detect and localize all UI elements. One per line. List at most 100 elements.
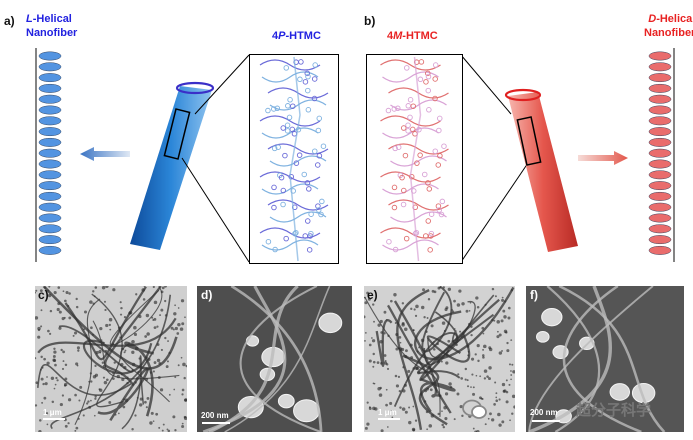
fiber-strand — [42, 286, 178, 370]
speckle — [64, 299, 67, 303]
speckle — [420, 305, 425, 310]
scale-bar-f — [532, 420, 560, 422]
speckle — [112, 288, 116, 292]
cage-node — [425, 87, 431, 94]
speckle — [50, 376, 55, 380]
speckle — [511, 363, 514, 366]
speckle — [414, 419, 418, 422]
speckle — [372, 382, 375, 385]
cage-node — [428, 211, 435, 217]
speckle — [456, 303, 461, 307]
speckle — [508, 363, 511, 366]
speckle — [62, 350, 65, 354]
micrograph-e: e) 1 μm — [364, 286, 515, 432]
micrograph-e-label: e) — [367, 288, 378, 302]
speckle — [509, 419, 511, 422]
sem-fiber — [562, 286, 642, 432]
cage-strand — [261, 127, 319, 139]
m-prefix: 4 — [387, 30, 394, 42]
sem-fiber — [546, 286, 601, 432]
cage-node — [391, 204, 398, 211]
cage-node — [282, 152, 288, 159]
speckle — [479, 375, 482, 378]
coil-ring — [648, 116, 672, 126]
speckle — [179, 327, 184, 331]
speckle — [379, 386, 382, 390]
cage-node — [410, 103, 417, 109]
speckle — [386, 367, 390, 371]
speckle — [68, 316, 72, 320]
speckle — [73, 331, 78, 335]
speckle — [505, 379, 508, 382]
cage-node — [316, 153, 323, 159]
cage-node — [437, 153, 443, 159]
speckle — [430, 324, 434, 328]
speckle — [76, 364, 79, 367]
speckle — [470, 357, 475, 361]
speckle — [37, 329, 41, 332]
cage-node — [275, 144, 281, 150]
speckle — [506, 341, 509, 345]
speckle — [479, 396, 482, 400]
speckle — [142, 298, 146, 301]
speckle — [371, 339, 376, 343]
d-helical-nanofiber — [648, 48, 675, 262]
speckle — [494, 295, 497, 298]
cage-node — [395, 105, 401, 112]
cage-node — [402, 152, 409, 159]
cage-node — [283, 65, 290, 71]
speckle — [177, 307, 180, 309]
speckle — [468, 309, 471, 312]
fiber-strand — [375, 319, 393, 367]
speckle — [368, 359, 372, 363]
cage-strand — [390, 99, 447, 111]
speckle — [145, 313, 150, 318]
speckle — [61, 394, 65, 397]
speckle — [385, 403, 388, 407]
scale-text-d: 200 nm — [201, 411, 229, 420]
right-arrow-icon — [578, 151, 628, 165]
speckle — [87, 400, 90, 403]
speckle — [364, 301, 368, 305]
micrograph-f: f) 200 nm — [526, 286, 684, 432]
speckle — [401, 302, 405, 305]
speckle — [53, 291, 57, 295]
speckle — [144, 400, 147, 404]
speckle — [82, 414, 85, 417]
speckle — [413, 308, 416, 311]
speckle — [372, 360, 376, 364]
speckle — [399, 406, 402, 409]
droplet — [277, 393, 295, 409]
speckle — [35, 289, 38, 292]
speckle — [48, 332, 52, 335]
fiber-strand — [419, 298, 500, 381]
speckle — [441, 410, 443, 413]
fiber-strand — [421, 286, 453, 353]
speckle — [49, 309, 53, 313]
speckle — [183, 415, 187, 419]
cage-node — [265, 238, 272, 245]
speckle — [482, 356, 485, 359]
cage-node — [407, 114, 413, 121]
cage-node — [318, 211, 324, 218]
speckle — [475, 374, 478, 377]
watermark: 超分子科学 — [462, 398, 651, 420]
speckle — [475, 296, 479, 300]
cage-node — [395, 144, 402, 150]
4p-htmc-title: 4P-HTMC — [272, 30, 321, 42]
coil-ring — [38, 181, 62, 191]
speckle — [170, 326, 174, 330]
cage-node — [315, 203, 321, 209]
cage-node — [290, 103, 296, 109]
speckle — [180, 299, 185, 303]
speckle — [35, 291, 36, 294]
speckle — [57, 286, 61, 289]
fiber-strand — [414, 286, 515, 361]
speckle — [471, 373, 474, 376]
speckle — [501, 296, 504, 299]
speckle — [502, 309, 506, 313]
cage-strand — [380, 115, 441, 127]
speckle — [74, 393, 77, 397]
coil-ring — [648, 83, 672, 93]
speckle — [155, 412, 159, 416]
